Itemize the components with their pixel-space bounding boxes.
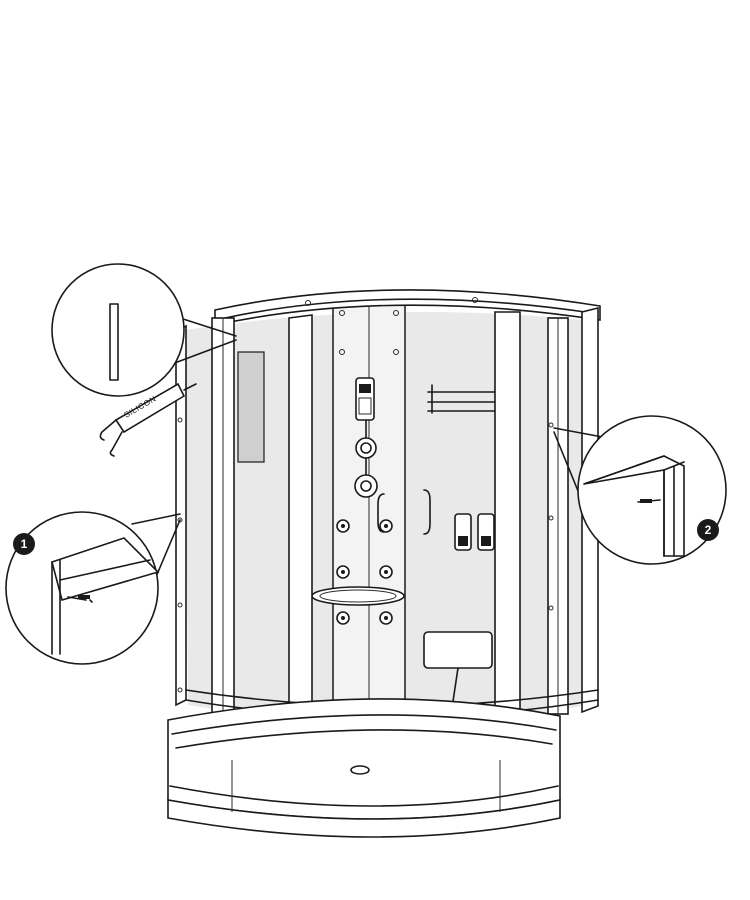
- callout-badge-2: 2: [697, 519, 719, 541]
- shower-head: [355, 419, 377, 459]
- corner-shelf: [311, 586, 405, 606]
- callout-2: [553, 415, 727, 565]
- door-handles: [377, 489, 431, 535]
- control-panel: [355, 377, 375, 421]
- silicone-detail-callout: [51, 263, 237, 397]
- callout-1: [5, 511, 181, 665]
- callout-badge-1: 1: [13, 533, 35, 555]
- top-frame: [214, 289, 601, 326]
- massage-jets: [336, 519, 393, 625]
- frame-posts: [175, 306, 599, 727]
- towel-rack: [427, 384, 499, 414]
- back-column-panel: [332, 295, 406, 717]
- callout-number-1: 1: [21, 537, 28, 551]
- fold-seat: [423, 631, 493, 709]
- callout-number-2: 2: [705, 523, 712, 537]
- shower-tray: [167, 698, 561, 838]
- soap-dispensers: [454, 513, 495, 551]
- handheld-shower: [354, 457, 378, 498]
- left-mirror: [237, 351, 265, 463]
